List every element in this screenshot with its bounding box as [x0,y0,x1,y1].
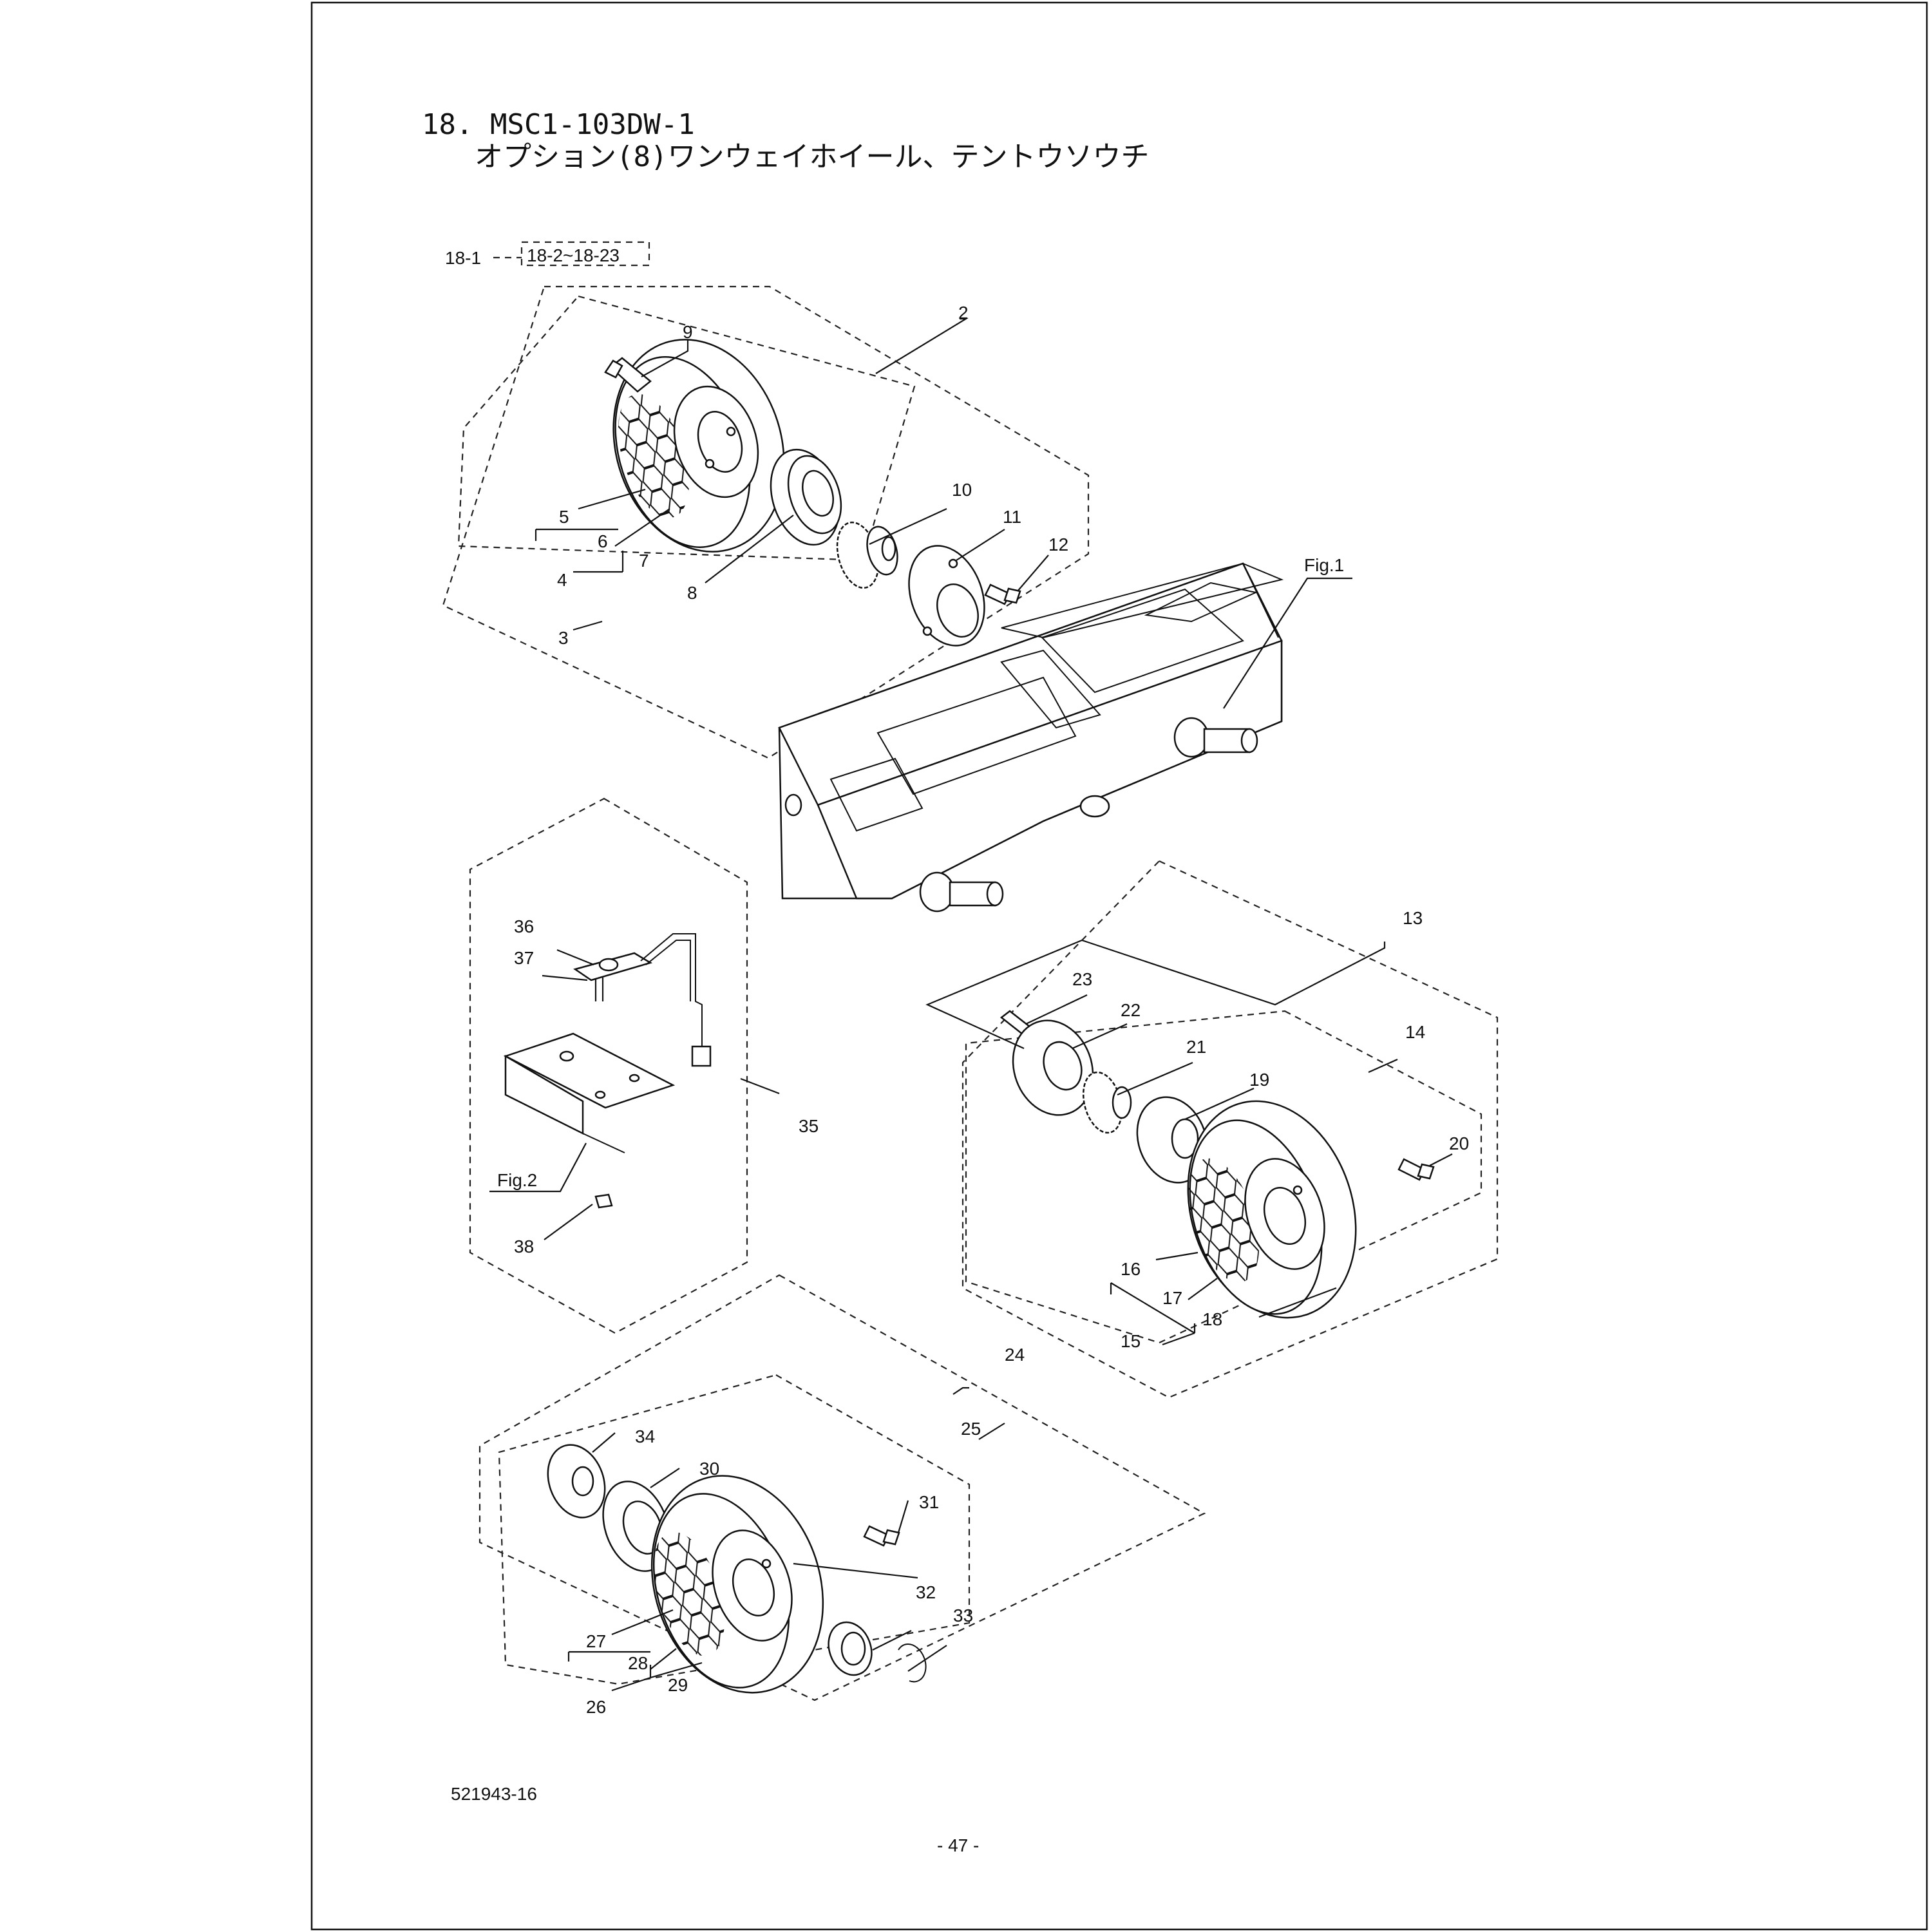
callout-11: 11 [1003,507,1021,527]
callout-17: 17 [1162,1288,1182,1308]
group-ref-children: 18-2~18-23 [527,245,620,265]
callout-19: 19 [1249,1070,1269,1090]
callout-4: 4 [557,570,567,590]
boundary-assembly-13 [961,860,1499,1399]
page-number: - 47 - [937,1835,979,1855]
callout-14: 14 [1405,1022,1425,1042]
wheel-assembly-bottom [547,1444,927,1694]
wheel-assembly-top [604,339,1021,647]
callout-10: 10 [952,480,972,500]
callout-15: 15 [1121,1331,1141,1351]
callout-23: 23 [1072,969,1092,989]
page-border [310,1,1928,1931]
callout-6: 6 [598,531,608,551]
callout-13: 13 [1403,908,1423,928]
wheel-assembly-right [999,1010,1435,1319]
callout-27: 27 [586,1631,606,1651]
callout-labels: 2 9 10 11 12 5 6 7 4 8 3 13 36 37 23 22 … [514,303,1469,1717]
callout-36: 36 [514,916,534,936]
callout-21: 21 [1186,1037,1206,1057]
frame-fig1 [778,562,1284,913]
callout-33: 33 [953,1605,973,1625]
callout-16: 16 [1121,1259,1141,1279]
title-description: オプション(8)ワンウェイホイール、テントウソウチ [475,140,1149,173]
callout-29: 29 [668,1675,688,1695]
callout-8: 8 [687,583,697,603]
callout-12: 12 [1048,535,1068,554]
fig2-label: Fig.2 [497,1170,537,1190]
callout-7: 7 [639,551,649,571]
callout-3: 3 [558,628,569,648]
fig1-label: Fig.1 [1304,555,1344,575]
callout-9: 9 [683,322,693,342]
callout-5: 5 [559,507,569,527]
title-model: 18. MSC1-103DW-1 [422,108,695,141]
callout-18: 18 [1202,1309,1222,1329]
callout-30: 30 [699,1459,719,1479]
callout-20: 20 [1449,1133,1469,1153]
callout-25: 25 [961,1419,981,1439]
boundary-assembly-4 [457,295,916,562]
group-ref-box [520,241,650,267]
callout-24: 24 [1005,1345,1025,1365]
callout-38: 38 [514,1236,534,1256]
boundary-assembly-3 [442,285,1090,759]
drawing-number: 521943-16 [451,1784,537,1804]
boundary-assembly-26 [498,1374,971,1685]
callout-22: 22 [1121,1000,1141,1020]
callout-32: 32 [916,1582,936,1602]
boundary-assembly-25 [478,1274,1206,1701]
group-ref-parent: 18-1 [445,248,481,268]
callout-34: 34 [635,1426,655,1446]
callout-26: 26 [586,1697,606,1717]
sensor-fig2 [503,933,712,1209]
boundary-fig2-group [469,797,748,1334]
leader-lines [489,317,1453,1692]
boundary-assembly-14 [965,1010,1482,1344]
callout-31: 31 [919,1492,939,1512]
callout-2: 2 [958,303,969,323]
callout-35: 35 [799,1116,819,1136]
callout-37: 37 [514,948,534,968]
callout-28: 28 [628,1653,648,1673]
